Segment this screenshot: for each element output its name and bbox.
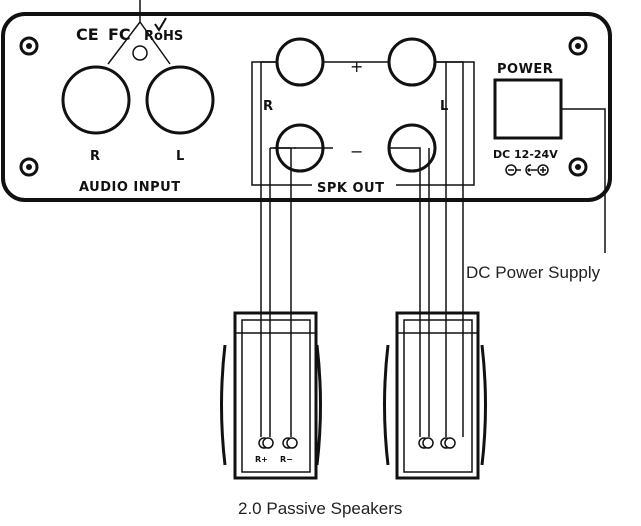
speaker-right-terminal-a xyxy=(418,437,434,449)
spk-out-r-label: R xyxy=(263,99,273,114)
speaker-left: R+ R− xyxy=(220,311,322,480)
audio-input-cable xyxy=(107,0,171,65)
audio-input-r-label: R xyxy=(90,149,100,164)
audio-input-small-hole xyxy=(132,45,148,61)
screw-top-right xyxy=(568,36,588,56)
dc-polarity-icon xyxy=(505,164,549,176)
screw-bottom-right xyxy=(568,157,588,177)
audio-input-l-label: L xyxy=(176,149,184,164)
spk-out-l-plus-terminal[interactable] xyxy=(387,37,437,87)
passive-speakers-caption: 2.0 Passive Speakers xyxy=(238,499,402,518)
spk-out-label-text: SPK OUT xyxy=(317,181,384,196)
spk-out-r-plus-terminal[interactable] xyxy=(275,37,325,87)
speaker-left-terminal-plus xyxy=(258,437,274,449)
amplifier-rear-panel: CE FC RoHS R L AUDIO INPUT SPK OUT SPK O… xyxy=(1,0,612,202)
ce-mark: CE xyxy=(76,25,99,44)
power-label: POWER xyxy=(497,62,553,77)
fcc-mark: FC xyxy=(108,25,131,44)
spk-out-minus-label: − xyxy=(350,142,363,161)
speaker-right xyxy=(383,311,487,480)
speaker-left-plus-label: R+ xyxy=(255,455,268,464)
screw-bottom-left xyxy=(19,157,39,177)
audio-input-r-jack[interactable] xyxy=(61,65,131,135)
audio-input-label: AUDIO INPUT xyxy=(79,180,181,195)
screw-top-left xyxy=(19,36,39,56)
spk-out-l-label: L xyxy=(440,99,448,114)
dc-power-cable xyxy=(561,108,606,253)
spk-out-outline xyxy=(251,61,475,186)
audio-input-l-jack[interactable] xyxy=(145,65,215,135)
power-jack[interactable] xyxy=(493,78,563,140)
speaker-left-terminal-minus xyxy=(282,437,298,449)
spk-out-plus-label: + xyxy=(350,57,363,76)
power-spec-label: DC 12-24V xyxy=(493,148,558,161)
dc-power-supply-caption: DC Power Supply xyxy=(466,263,601,282)
speaker-left-minus-label: R− xyxy=(280,455,293,464)
rohs-checkmark-icon xyxy=(154,17,167,32)
speaker-right-terminal-b xyxy=(440,437,456,449)
